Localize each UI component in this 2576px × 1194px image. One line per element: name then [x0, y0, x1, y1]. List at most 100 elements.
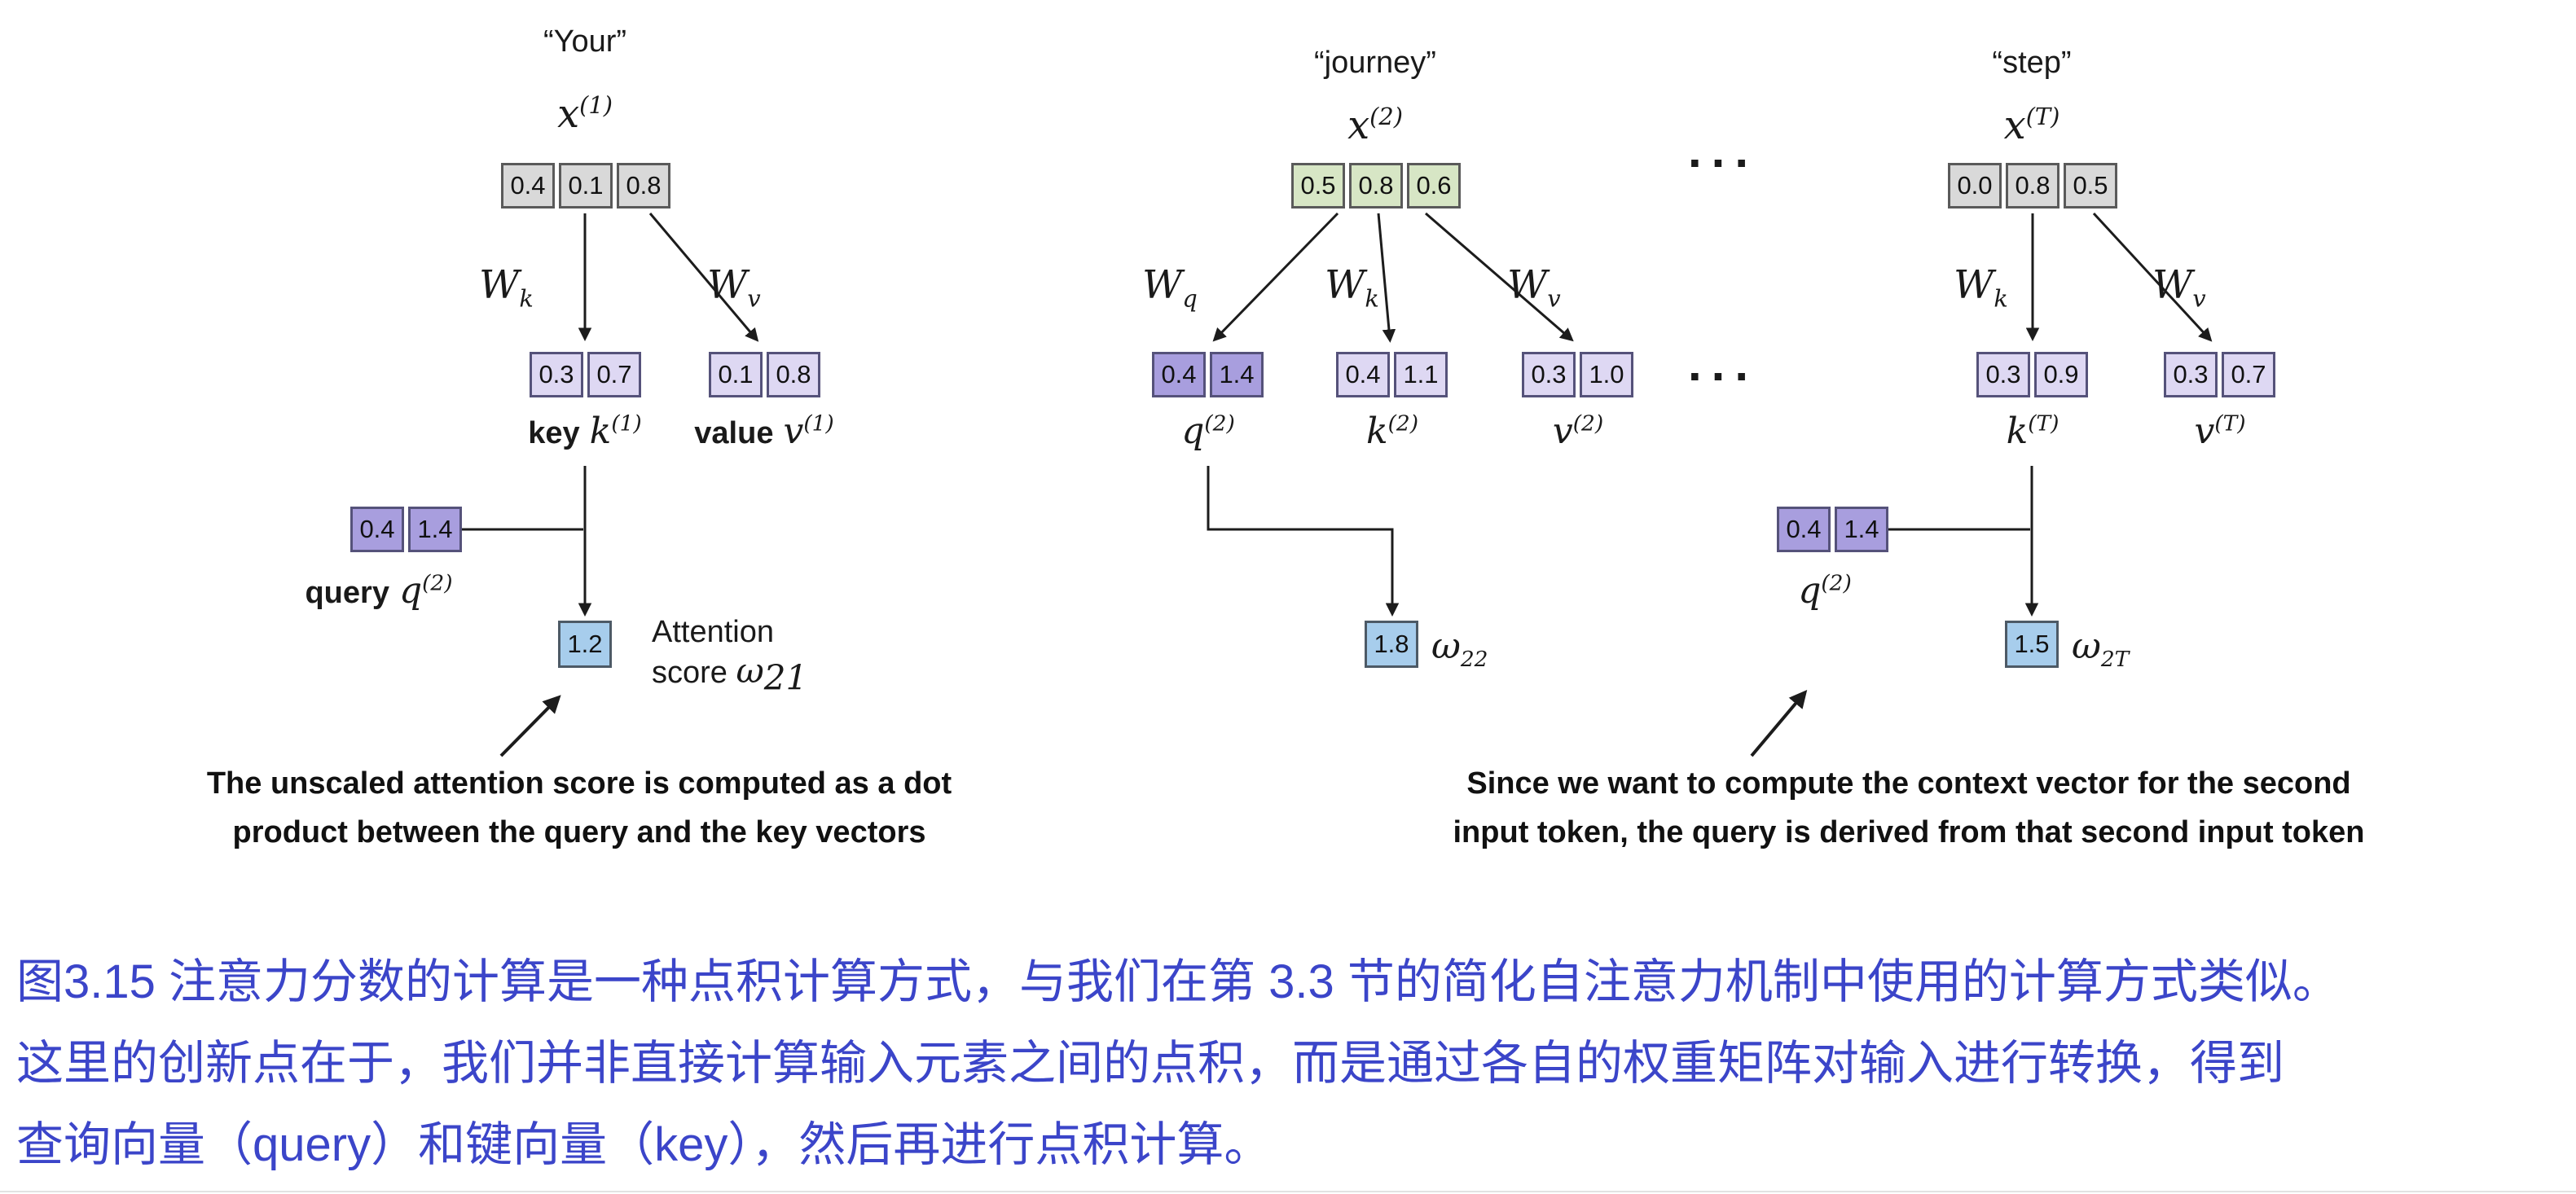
vector-cell: 0.4 [350, 507, 404, 552]
arrow-x2-to-query2 [1212, 212, 1339, 342]
key-vector-k1: 0.3 0.7 [530, 352, 641, 397]
weight-wv-label-col2: Wv [1507, 262, 1561, 313]
v1-base: v [783, 410, 804, 452]
wv-base: W [2152, 262, 2193, 308]
v1-sup: (1) [803, 410, 834, 437]
caption-line-2: 这里的创新点在于，我们并非直接计算输入元素之间的点积，而是通过各自的权重矩阵对输… [16, 1037, 2285, 1090]
omega-2T-label: ω2T [2072, 626, 2129, 672]
attention-score-label: Attention score ω21 [652, 612, 807, 698]
key-vector-kT: 0.3 0.9 [1976, 352, 2088, 397]
ellipsis-top: ... [1687, 123, 1758, 178]
vector-cell: 1.1 [1394, 352, 1448, 397]
vector-cell: 0.7 [587, 352, 641, 397]
wv-base: W [707, 262, 748, 308]
k2-base: k [1365, 410, 1388, 452]
key-vector-k2: 0.4 1.1 [1336, 352, 1448, 397]
value-word: value [694, 416, 774, 450]
value-vector-v2: 0.3 1.0 [1522, 352, 1633, 397]
omega-21-sub: 21 [763, 657, 808, 698]
wk-base: W [479, 262, 520, 308]
omega-2T-symbol: ω [2072, 626, 2101, 667]
vector-cell: 0.9 [2034, 352, 2088, 397]
weight-wv-label-col1: Wv [707, 262, 761, 313]
wk-sub: k [519, 284, 534, 313]
vector-cell: 0.6 [1407, 163, 1461, 209]
caption-line-3: 查询向量（query）和键向量（key），然后再进行点积计算。 [16, 1118, 1272, 1171]
annotation-left-line2: product between the query and the key ve… [232, 815, 926, 849]
wq-sub: q [1182, 284, 1198, 313]
annotation-right-line1: Since we want to compute the context vec… [1466, 766, 2351, 801]
annotation-left: The unscaled attention score is computed… [147, 759, 1011, 857]
vector-cell: 0.8 [1349, 163, 1403, 209]
attention-score-box-w22: 1.8 [1365, 621, 1418, 668]
vector-cell: 0.4 [501, 163, 555, 209]
v2-sup: (2) [1572, 410, 1604, 437]
v2-base: v [1552, 410, 1573, 452]
q2-base: q [1798, 570, 1822, 612]
vector-cell: 0.8 [617, 163, 670, 209]
wv-sub: v [747, 284, 761, 313]
x2-sup: (2) [1369, 103, 1403, 130]
bottom-divider [0, 1191, 2576, 1192]
input-vector-x1: 0.4 0.1 0.8 [501, 163, 670, 209]
wv-sub: v [1547, 284, 1561, 313]
vT-base: v [2194, 410, 2215, 452]
query-vector-q2-col3: 0.4 1.4 [1777, 507, 1888, 552]
omega-2T-sub: 2T [2100, 646, 2130, 672]
weight-wk-label-col1: Wk [479, 262, 534, 313]
wk-sub: k [1994, 284, 2008, 313]
input-vector-x2: 0.5 0.8 0.6 [1291, 163, 1461, 209]
wk-sub: k [1365, 284, 1379, 313]
x1-sup: (1) [579, 91, 613, 119]
vector-cell: 0.4 [1777, 507, 1831, 552]
vector-cell: 0.3 [1522, 352, 1576, 397]
vector-cell: 0.3 [530, 352, 583, 397]
arrow-annotation-right [1750, 689, 1808, 757]
vector-cell: 1.4 [1210, 352, 1264, 397]
vT-sup: (T) [2214, 410, 2246, 437]
vector-cell: 0.5 [1291, 163, 1345, 209]
q2-sup: (2) [1204, 410, 1235, 437]
attention-score-box-w21: 1.2 [558, 621, 612, 668]
k2-sup: (2) [1387, 410, 1419, 437]
q2-label-col2: q(2) [1127, 410, 1290, 452]
vector-cell: 0.8 [2006, 163, 2059, 209]
xT-label: x(T) [1950, 103, 2113, 148]
query-vector-q2-col2: 0.4 1.4 [1152, 352, 1264, 397]
xT-base: x [2003, 103, 2026, 148]
vT-label: v(T) [2139, 410, 2301, 452]
k2-label: k(2) [1311, 410, 1474, 452]
weight-wq-label-col2: Wq [1142, 262, 1198, 313]
input-vector-xT: 0.0 0.8 0.5 [1948, 163, 2117, 209]
kT-sup: (T) [2028, 410, 2059, 437]
annotation-left-line1: The unscaled attention score is computed… [206, 766, 952, 801]
arrow-annotation-left [499, 695, 561, 757]
query-q2-label-col3: q(2) [1711, 570, 1939, 612]
weight-wv-label-col3: Wv [2152, 262, 2206, 313]
attention-score-label-line2: score ω21 [652, 652, 807, 698]
query-word: query [305, 576, 389, 610]
vector-cell: 0.1 [709, 352, 763, 397]
vector-cell: 0.3 [1976, 352, 2030, 397]
omega-22-symbol: ω [1431, 626, 1461, 667]
q2-sup: (2) [1821, 570, 1852, 596]
wk-base: W [1325, 262, 1365, 308]
value-vector-v1: 0.1 0.8 [709, 352, 820, 397]
k1-sup: (1) [611, 410, 642, 437]
wv-sub: v [2192, 284, 2206, 313]
figure-caption: 图3.15 注意力分数的计算是一种点积计算方式，与我们在第 3.3 节的简化自注… [16, 942, 2568, 1186]
wq-base: W [1142, 262, 1183, 308]
token-your: “Your” [543, 24, 627, 59]
token-step: “step” [1992, 46, 2072, 80]
key-word: key [528, 416, 580, 450]
vector-cell: 0.1 [559, 163, 613, 209]
v2-label: v(2) [1497, 410, 1659, 452]
value-vector-vT: 0.3 0.7 [2164, 352, 2275, 397]
weight-wk-label-col3: Wk [1954, 262, 2008, 313]
omega-22-label: ω22 [1431, 626, 1488, 672]
vector-cell: 1.0 [1580, 352, 1633, 397]
attention-score-label-line1: Attention [652, 615, 774, 649]
